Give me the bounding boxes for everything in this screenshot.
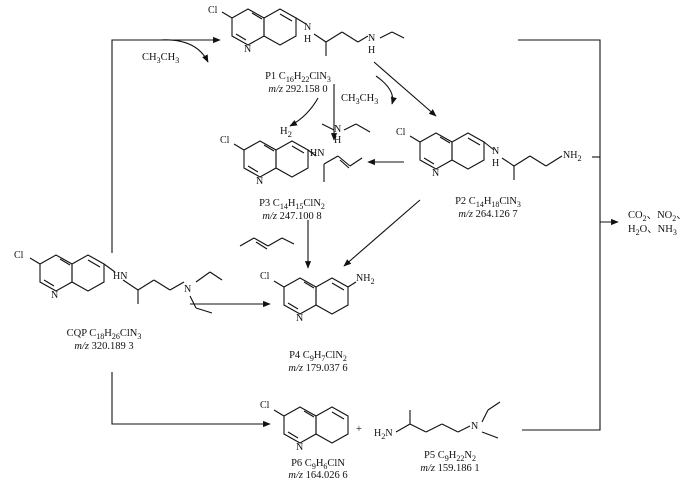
p5-n-label: N: [471, 421, 479, 432]
cqp-nh-label: HN: [113, 271, 128, 282]
p5-mz: m/z 159.186 1: [420, 463, 480, 474]
p1-cl-label: Cl: [208, 5, 218, 16]
p3-structure: [233, 140, 363, 182]
p2-mz: m/z 264.126 7: [458, 209, 518, 220]
p2-nh2-label: NH2: [563, 150, 582, 163]
ethylamine-h-label: H: [334, 135, 342, 146]
final-products-label: CO2、NO2、: [628, 210, 687, 224]
p3-nh-label: HN: [310, 148, 325, 159]
final-products-label-2: H2O、NH3: [628, 224, 677, 238]
p5-h2n-label: H2N: [374, 428, 393, 441]
p4-structure: [273, 277, 357, 315]
p1-caption: P1 C16H22ClN3: [265, 71, 331, 85]
cqp-cl-label: Cl: [14, 250, 24, 261]
p6-mz: m/z 164.026 6: [288, 470, 348, 481]
cqp-structure: [29, 254, 223, 314]
p2-structure: [409, 132, 563, 180]
p6-n-ring-label: N: [296, 442, 304, 453]
ethylamine-n-label: N: [334, 124, 342, 135]
p6-structure: [273, 406, 349, 444]
ethylamine-structure: [321, 123, 371, 133]
p1-mz: m/z 292.158 0: [268, 84, 328, 95]
cqp-n-ring-label: N: [51, 290, 59, 301]
p5-caption: P5 C9H22N2: [424, 450, 476, 464]
p3-mz: m/z 247.100 8: [262, 211, 322, 222]
p4-nh2-label: NH2: [356, 273, 375, 286]
p4-n-ring-label: N: [296, 313, 304, 324]
pentene-structure: [239, 237, 295, 250]
p4-mz: m/z 179.037 6: [288, 363, 348, 374]
p3-cl-label: Cl: [220, 135, 230, 146]
plus-sign: +: [356, 424, 362, 435]
ethane-label-1: CH3CH3: [142, 52, 180, 66]
ethane-label-2: CH3CH3: [341, 93, 379, 107]
cqp-mz: m/z 320.189 3: [74, 341, 134, 352]
p1-structure: [221, 8, 405, 56]
p1-n-ring-label: N: [244, 44, 252, 55]
p6-cl-label: Cl: [260, 400, 270, 411]
p6-caption: P6 C9H6ClN: [291, 458, 345, 472]
p3-caption: P3 C14H15ClN2: [259, 198, 325, 212]
p2-n-ring-label: N: [432, 168, 440, 179]
p5-structure: [395, 401, 501, 439]
p2-cl-label: Cl: [396, 127, 406, 138]
p3-n-ring-label: N: [256, 176, 264, 187]
hydrogen-label: H2: [280, 126, 292, 140]
p4-cl-label: Cl: [260, 271, 270, 282]
cqp-caption: CQP C18H26ClN3: [66, 328, 142, 342]
cqp-n-amine-label: N: [184, 284, 192, 295]
p2-caption: P2 C14H18ClN3: [455, 196, 521, 210]
reaction-arrows: [111, 36, 619, 431]
p4-caption: P4 C9H7ClN2: [289, 350, 347, 364]
